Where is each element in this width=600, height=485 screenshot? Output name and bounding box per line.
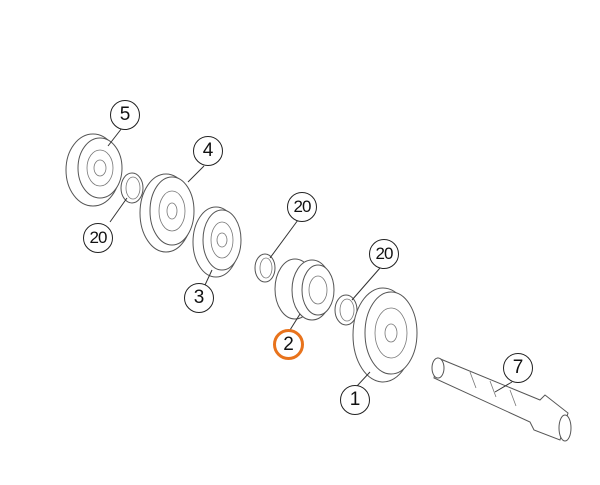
callout-20-middle[interactable]: 20: [287, 192, 317, 222]
callout-5[interactable]: 5: [110, 100, 140, 130]
callout-3[interactable]: 3: [184, 283, 214, 313]
gear-1[interactable]: [352, 287, 418, 383]
washer-20-right[interactable]: [334, 294, 358, 326]
leader-lines: [107, 127, 513, 393]
washer-20-middle[interactable]: [254, 253, 276, 283]
callout-7[interactable]: 7: [503, 353, 533, 383]
washer-20-left[interactable]: [120, 172, 144, 204]
gear-3[interactable]: [192, 206, 242, 278]
gear-5[interactable]: [65, 133, 123, 207]
callout-4[interactable]: 4: [193, 136, 223, 166]
callout-20-left[interactable]: 20: [83, 223, 113, 253]
shaft-7[interactable]: [431, 357, 572, 442]
gear-2[interactable]: [274, 258, 335, 321]
callout-20-right[interactable]: 20: [369, 239, 399, 269]
callout-1[interactable]: 1: [340, 385, 370, 415]
callout-2-highlighted[interactable]: 2: [273, 329, 304, 360]
gear-4[interactable]: [139, 173, 195, 253]
